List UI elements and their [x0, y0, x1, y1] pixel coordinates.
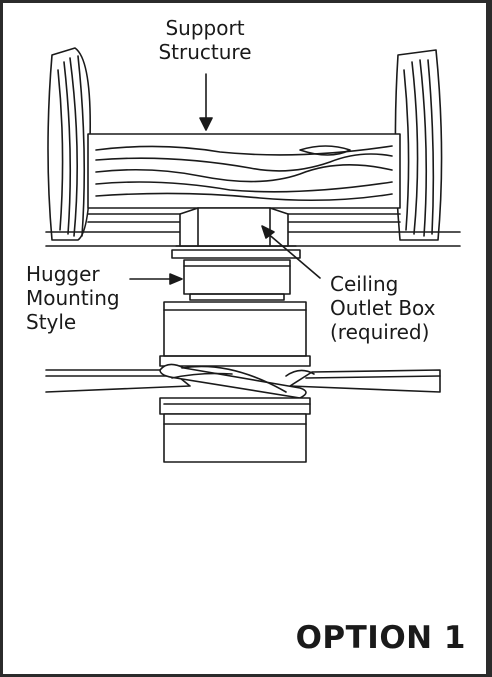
label-ceiling-outlet-box: Ceiling Outlet Box (required) [330, 272, 436, 344]
right-joist [394, 49, 443, 241]
outlet-arrow [261, 225, 321, 279]
label-support-structure: Support Structure [158, 16, 252, 64]
canopy-collar [171, 245, 301, 259]
support-arrow [199, 73, 213, 131]
switch-housing [159, 397, 311, 463]
hugger-arrow [129, 273, 183, 285]
right-blade [289, 369, 441, 393]
canopy [183, 259, 291, 301]
support-beam [87, 133, 401, 209]
option-title: OPTION 1 [295, 620, 466, 656]
frame-edge-strip [486, 0, 492, 677]
motor-housing [159, 301, 311, 367]
blade-irons [159, 363, 315, 399]
outlet-box [179, 207, 289, 247]
label-hugger-mounting-style: Hugger Mounting Style [26, 262, 120, 334]
left-joist [47, 47, 92, 241]
